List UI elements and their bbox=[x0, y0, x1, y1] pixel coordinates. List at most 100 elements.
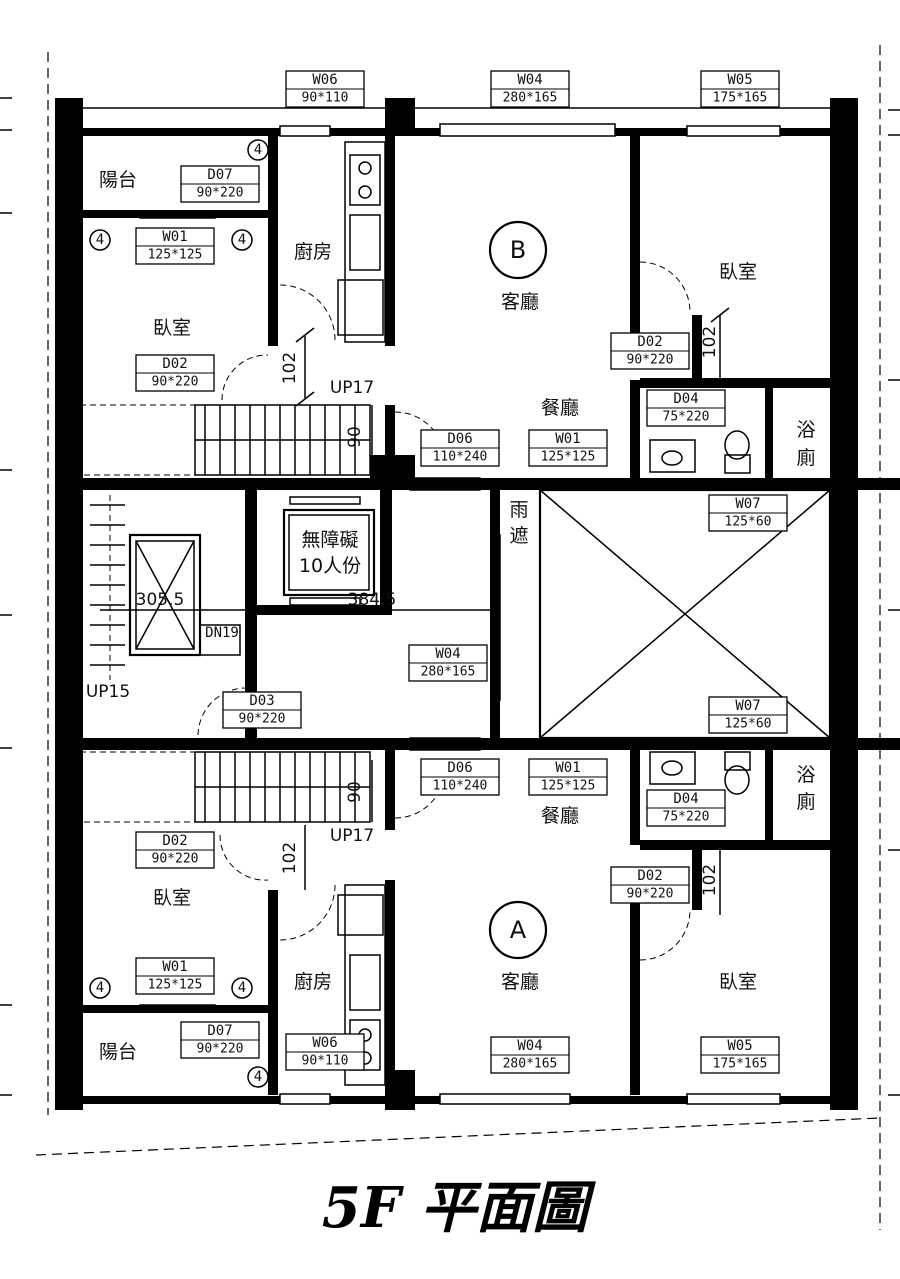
dim-90: 90 bbox=[345, 426, 365, 448]
opening-size: 90*110 bbox=[302, 1054, 349, 1069]
opening-code: W01 bbox=[555, 760, 580, 776]
dim-102: 102 bbox=[280, 352, 300, 384]
opening-size: 280*165 bbox=[421, 665, 476, 680]
up17-label-lower: UP17 bbox=[330, 826, 374, 846]
opening-size: 90*220 bbox=[152, 852, 199, 867]
opening-tag-d02: D02 90*220 bbox=[610, 332, 690, 370]
opening-size: 125*125 bbox=[148, 978, 203, 993]
opening-code: W06 bbox=[312, 72, 337, 88]
opening-code: W06 bbox=[312, 1035, 337, 1051]
up17-label-upper: UP17 bbox=[330, 378, 374, 398]
opening-size: 125*125 bbox=[148, 248, 203, 263]
room-bedroom-upper-left: 臥室 bbox=[153, 317, 191, 339]
opening-code: W05 bbox=[727, 72, 752, 88]
kitchen-lower-fixtures bbox=[337, 884, 386, 1086]
windows bbox=[139, 123, 781, 1105]
room-dining-lower: 餐廳 bbox=[541, 805, 579, 827]
opening-size: 125*60 bbox=[725, 515, 772, 530]
opening-code: D04 bbox=[673, 791, 698, 807]
section-markers bbox=[89, 139, 269, 1088]
opening-size: 125*125 bbox=[541, 779, 596, 794]
stair-treads-core bbox=[90, 495, 125, 680]
opening-tag-w04: W04 280*165 bbox=[490, 1036, 570, 1074]
room-bath-upper-2: 廁 bbox=[796, 446, 815, 469]
opening-size: 90*110 bbox=[302, 91, 349, 106]
opening-code: D07 bbox=[207, 167, 232, 183]
opening-code: D02 bbox=[637, 334, 662, 350]
opening-code: W04 bbox=[517, 1038, 542, 1054]
opening-tag-d02: D02 90*220 bbox=[135, 831, 215, 869]
unit-a-label: A bbox=[510, 916, 527, 944]
bath-upper-fixtures bbox=[649, 430, 751, 474]
opening-tag-w01: W01 125*125 bbox=[135, 227, 215, 265]
unit-a-circle bbox=[488, 900, 548, 960]
stair-shaft bbox=[90, 495, 241, 680]
dim-90: 90 bbox=[345, 781, 365, 803]
opening-code: W07 bbox=[735, 496, 760, 512]
opening-tag-w06: W06 90*110 bbox=[285, 1033, 365, 1071]
marker-4: 4 bbox=[254, 1069, 262, 1085]
opening-code: W01 bbox=[555, 431, 580, 447]
opening-size: 75*220 bbox=[663, 410, 710, 425]
opening-code: D02 bbox=[637, 868, 662, 884]
up15-label: UP15 bbox=[86, 682, 130, 702]
opening-tag-w01: W01 125*125 bbox=[528, 429, 608, 467]
opening-code: D06 bbox=[447, 431, 472, 447]
canopy-label-2: 遮 bbox=[509, 525, 528, 547]
opening-code: D03 bbox=[249, 693, 274, 709]
opening-code: D07 bbox=[207, 1023, 232, 1039]
room-living-lower: 客廳 bbox=[501, 971, 539, 993]
room-bath-lower-2: 廁 bbox=[796, 790, 815, 813]
opening-code: W04 bbox=[517, 72, 542, 88]
unit-b-label: B bbox=[510, 236, 526, 264]
dim-102: 102 bbox=[700, 326, 720, 358]
opening-tag-d03: D03 90*220 bbox=[222, 691, 302, 729]
canopy-label-1: 雨 bbox=[509, 499, 528, 521]
marker-4: 4 bbox=[96, 980, 104, 996]
opening-size: 90*220 bbox=[152, 375, 199, 390]
opening-size: 90*220 bbox=[627, 353, 674, 368]
room-bath-lower-1: 浴 bbox=[796, 764, 815, 786]
opening-code: D06 bbox=[447, 760, 472, 776]
marker-4: 4 bbox=[238, 980, 246, 996]
page-title: 5F 平面圖 bbox=[322, 1175, 596, 1241]
room-balcony-upper: 陽台 bbox=[99, 169, 137, 191]
opening-size: 125*125 bbox=[541, 450, 596, 465]
opening-code: W01 bbox=[162, 229, 187, 245]
unit-b-circle bbox=[488, 220, 548, 280]
marker-4: 4 bbox=[96, 232, 104, 248]
opening-tag-w07: W07 125*60 bbox=[708, 494, 788, 532]
opening-size: 110*240 bbox=[433, 779, 488, 794]
opening-size: 90*220 bbox=[239, 712, 286, 727]
room-kitchen-upper: 廚房 bbox=[294, 240, 332, 263]
opening-size: 90*220 bbox=[627, 887, 674, 902]
opening-code: D02 bbox=[162, 833, 187, 849]
dim-102: 102 bbox=[280, 842, 300, 874]
opening-tag-w05: W05 175*165 bbox=[700, 70, 780, 108]
opening-tag-d04: D04 75*220 bbox=[646, 389, 726, 427]
room-bedroom-lower-left: 臥室 bbox=[153, 887, 191, 909]
opening-code: D04 bbox=[673, 391, 698, 407]
opening-tag-w01: W01 125*125 bbox=[528, 758, 608, 796]
room-balcony-lower: 陽台 bbox=[99, 1041, 137, 1063]
room-bedroom-lower-right: 臥室 bbox=[719, 971, 757, 993]
dim-384-5: 384.5 bbox=[348, 590, 397, 610]
marker-4: 4 bbox=[238, 232, 246, 248]
opening-size: 90*220 bbox=[197, 186, 244, 201]
opening-code: W05 bbox=[727, 1038, 752, 1054]
room-kitchen-lower: 廚房 bbox=[294, 970, 332, 993]
opening-code: W07 bbox=[735, 698, 760, 714]
opening-size: 175*165 bbox=[713, 91, 768, 106]
opening-size: 280*165 bbox=[503, 1057, 558, 1072]
property-lines bbox=[0, 45, 900, 1230]
room-bath-upper-1: 浴 bbox=[796, 419, 815, 441]
